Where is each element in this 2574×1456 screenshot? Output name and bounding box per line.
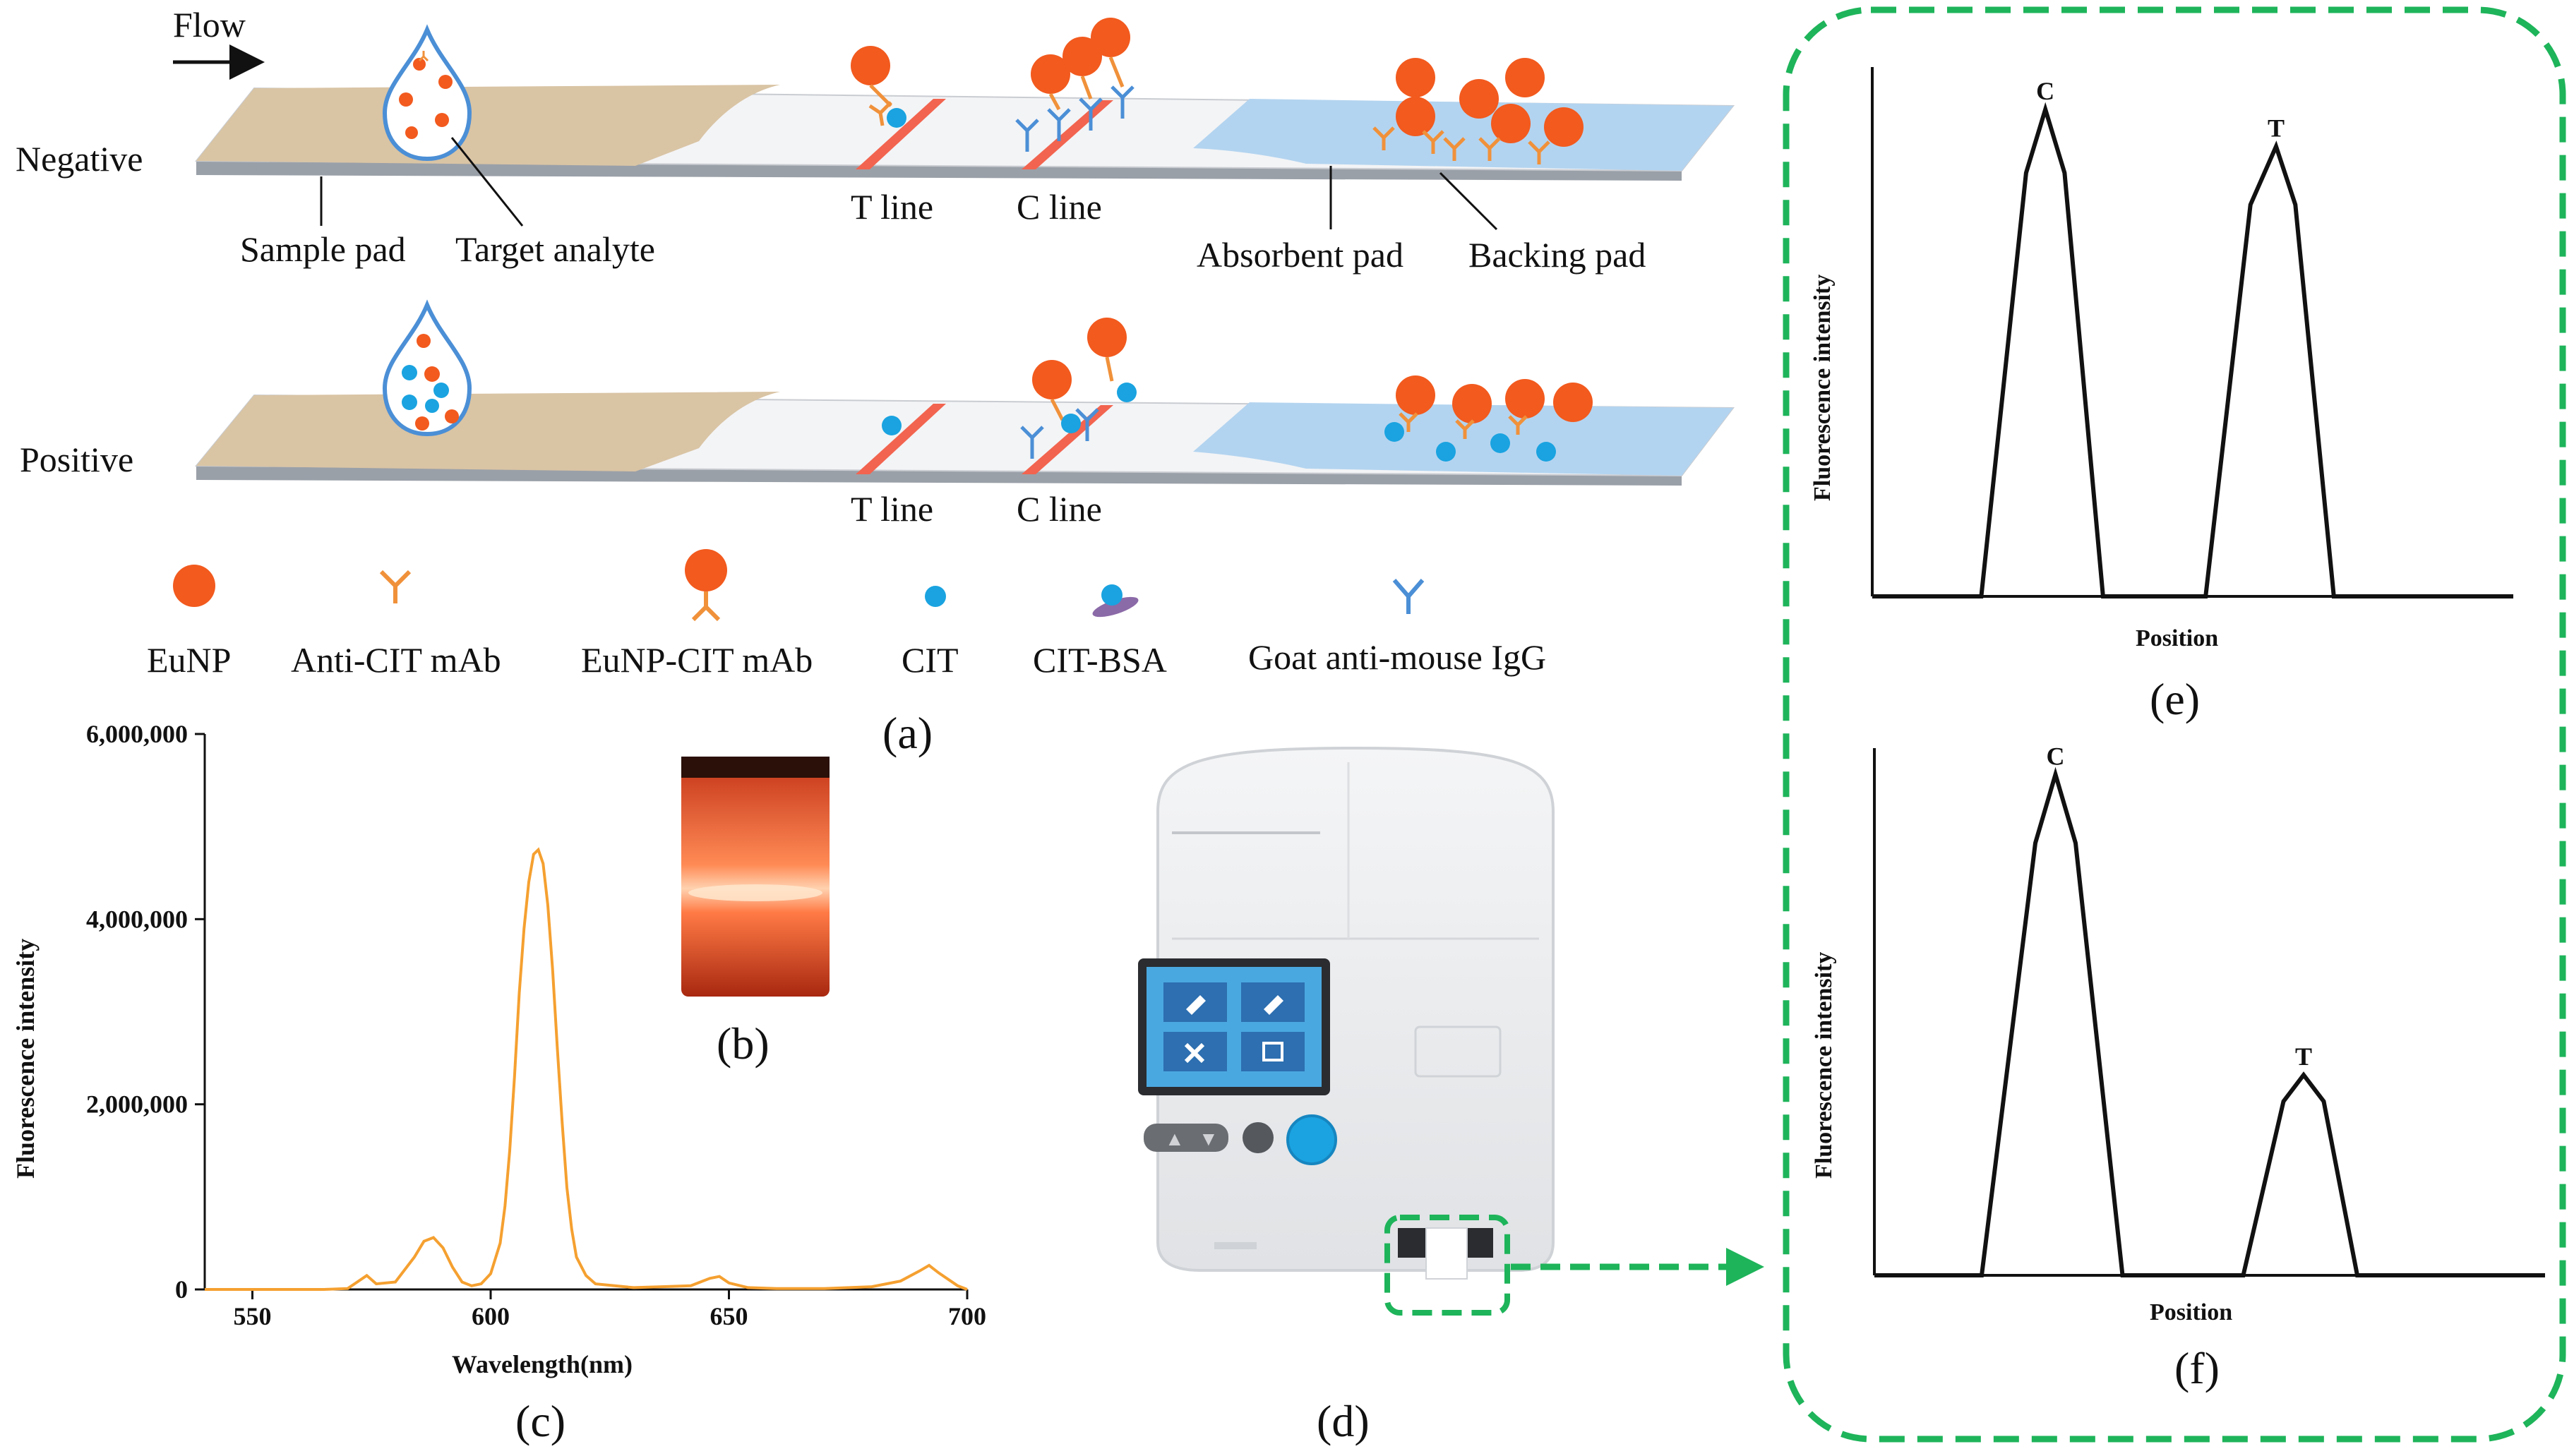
backing-pad-pointer [1439, 172, 1498, 231]
e-y-axis-title: Fluorescence intensity [1809, 275, 1836, 501]
spectrum-y-tick-label: 0 [175, 1275, 188, 1304]
legend-eunp-cit-mab-label: EuNP-CIT mAb [581, 640, 813, 680]
legend-igg-label: Goat anti-mouse IgG [1248, 637, 1546, 677]
sample-droplet-positive [382, 299, 472, 437]
legend-eunp-label: EuNP [147, 640, 231, 680]
device-arrow-buttons [1144, 1124, 1228, 1152]
t-line-label-negative: T line [851, 187, 933, 227]
legend-cit-swatch [925, 586, 946, 607]
absorbent-pad-label: Absorbent pad [1197, 235, 1403, 275]
c-line-label-negative: C line [1017, 187, 1102, 227]
device-round-button [1243, 1122, 1274, 1153]
spectrum-x-tick-label: 600 [472, 1302, 510, 1330]
sample-droplet-negative [382, 24, 472, 162]
positive-c-complex [1020, 318, 1137, 459]
legend-cit-bsa-label: CIT-BSA [1033, 640, 1167, 680]
f-y-axis-title: Fluorescence intensity [1811, 952, 1837, 1179]
spectrum-y-tick-label: 6,000,000 [86, 720, 188, 748]
sample-pad [196, 85, 780, 166]
panel-a-label: (a) [882, 708, 933, 758]
positive-label: Positive [20, 440, 133, 479]
absorbent-pad [1193, 99, 1733, 171]
negative-c-complex [1015, 18, 1135, 152]
f-x-axis-title: Position [2150, 1299, 2232, 1325]
legend-cit-label: CIT [902, 640, 959, 680]
spectrum-chart: 0 2,000,000 4,000,000 6,000,000 550 600 650 700… [11, 720, 986, 1378]
flow-label: Flow [173, 5, 246, 44]
spectrum-y-tick-label: 4,000,000 [86, 905, 188, 933]
t-line-label-positive: T line [851, 489, 933, 529]
negative-t-complex [851, 46, 906, 128]
f-trace [1874, 766, 2545, 1277]
legend: EuNP Anti-CIT mAb EuNP-CIT mAb CIT CIT-B… [147, 549, 1546, 680]
slot-highlight-box [1384, 1215, 1510, 1316]
e-peak-label: T [2268, 114, 2285, 143]
negative-absorbent-particles [1372, 58, 1584, 164]
panel-d: ▲ ▼ (d) [1138, 746, 1764, 1446]
panel-f: C T Position Fluorescence intensity (f) [1811, 742, 2545, 1393]
device-power-button [1286, 1114, 1337, 1165]
c-line-label-positive: C line [1017, 489, 1102, 529]
positive-strip [194, 392, 1735, 486]
spectrum-x-tick-label: 650 [710, 1302, 748, 1330]
t-line-positive [856, 404, 946, 474]
panel-d-label: (d) [1317, 1396, 1370, 1446]
spectrum-y-tick-label: 2,000,000 [86, 1090, 188, 1119]
panel-f-label: (f) [2174, 1343, 2220, 1393]
positive-absorbent-particles [1384, 375, 1593, 462]
t-line-negative [856, 99, 946, 169]
legend-eunp-cit-mab-swatch [685, 549, 727, 622]
vial-photo [681, 757, 830, 997]
f-peak-label: C [2047, 742, 2065, 770]
e-x-axis-title: Position [2136, 625, 2218, 651]
spectrum-x-tick-label: 700 [948, 1302, 986, 1330]
spectrum-x-tick-label: 550 [234, 1302, 272, 1330]
device-test-strip [1425, 1227, 1468, 1280]
sample-pad-positive [196, 392, 780, 471]
backing-pad-label: Backing pad [1468, 235, 1646, 275]
spectrum-y-axis-title: Fluorescence intensity [11, 939, 40, 1179]
negative-strip [194, 85, 1735, 181]
spectrum-line [205, 847, 968, 1291]
device-down-icon: ▼ [1199, 1129, 1219, 1150]
result-chart-positive: C T Position Fluorescence intensity [1811, 742, 2545, 1325]
legend-igg-swatch [1392, 579, 1425, 614]
positive-t-cit [882, 416, 902, 435]
panel-b: (b) [681, 757, 830, 1069]
target-analyte-label: Target analyte [455, 229, 655, 269]
panel-c: 0 2,000,000 4,000,000 6,000,000 550 600 650 700… [11, 720, 986, 1446]
f-peak-label: T [2295, 1042, 2312, 1071]
e-peak-label: C [2036, 77, 2054, 105]
e-trace [1872, 102, 2513, 598]
panel-b-label: (b) [717, 1018, 770, 1069]
target-analyte-pointer [450, 137, 524, 227]
panel-e-label: (e) [2150, 674, 2200, 724]
sample-pad-label: Sample pad [240, 229, 406, 269]
panel-a: Flow [16, 5, 1735, 758]
panel-c-label: (c) [515, 1396, 565, 1446]
results-box [1783, 6, 2566, 1443]
legend-cit-bsa-swatch [1092, 584, 1139, 618]
spectrum-x-axis-title: Wavelength(nm) [452, 1350, 633, 1378]
legend-anti-cit-mab-label: Anti-CIT mAb [291, 640, 501, 680]
c-line-positive [1022, 405, 1113, 474]
legend-anti-cit-mab-swatch [379, 570, 412, 603]
panel-e: C T Position Fluorescence intensity (e) [1809, 67, 2513, 724]
device-up-icon: ▲ [1165, 1129, 1185, 1150]
result-chart-negative: C T Position Fluorescence intensity [1809, 67, 2513, 651]
backing-pad-positive [196, 466, 1682, 486]
reader-device: ▲ ▼ [1138, 746, 1555, 1280]
negative-label: Negative [16, 139, 143, 179]
backing-pad [196, 161, 1682, 181]
legend-eunp-swatch [173, 565, 215, 607]
